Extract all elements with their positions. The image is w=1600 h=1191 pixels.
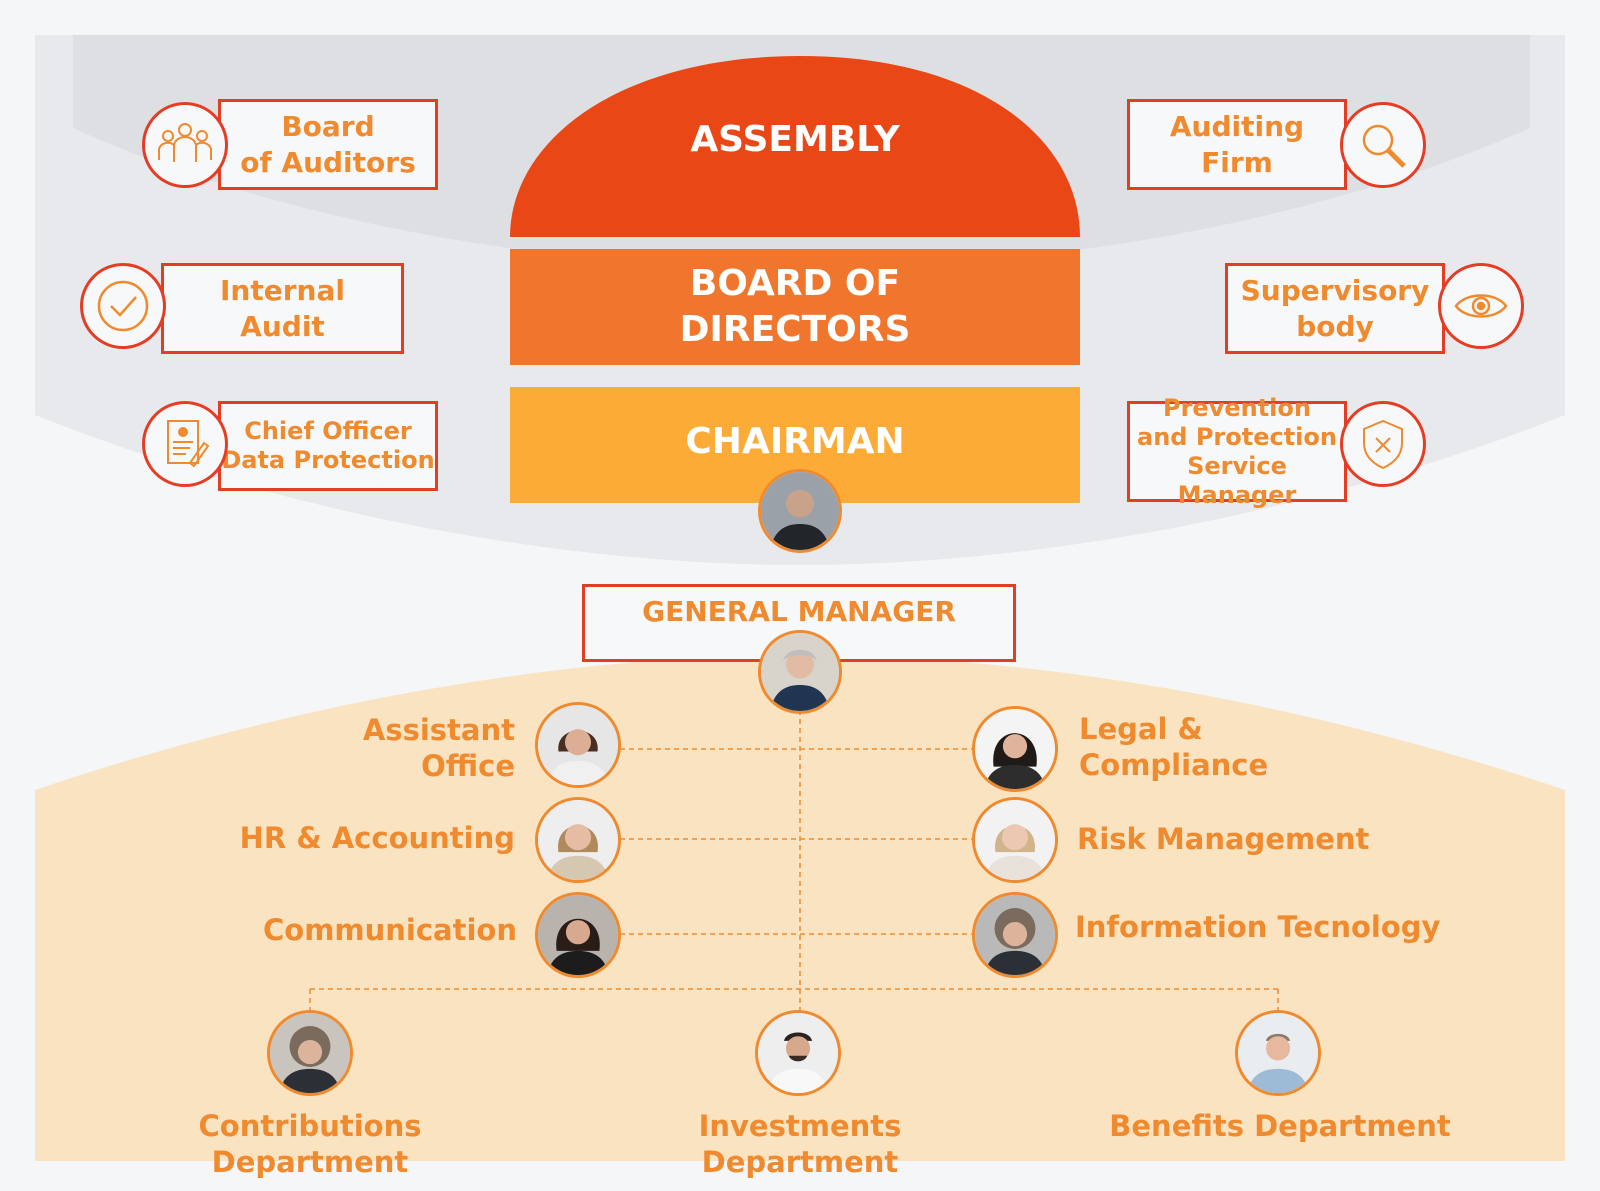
general-manager-label: GENERAL MANAGER [642, 595, 956, 628]
staff-label-legal-compliance: Legal & Compliance [1079, 712, 1269, 782]
department-avatar-contributions [267, 1010, 353, 1096]
shield-with-x-icon [1340, 401, 1426, 487]
staff-label-hr-accounting: HR & Accounting [239, 821, 515, 855]
chief-officer-data-protection-box: Chief Officer Data Protection [218, 401, 438, 491]
staff-avatar-information-technology [972, 892, 1058, 978]
connector-lines [309, 710, 1279, 1010]
staff-label-assistant-office: Assistant Office [362, 713, 515, 783]
eye-icon [1438, 263, 1524, 349]
internal-audit-box: Internal Audit [161, 263, 404, 354]
group-of-people-icon [142, 102, 228, 188]
department-avatar-benefits [1235, 1010, 1321, 1096]
auditing-firm-box: Auditing Firm [1127, 99, 1347, 190]
prevention-protection-box: Prevention and Protection Service Manage… [1127, 394, 1347, 509]
staff-avatar-legal-compliance [972, 706, 1058, 792]
department-avatar-investments [755, 1010, 841, 1096]
assembly-label: ASSEMBLY [690, 119, 900, 160]
magnifying-glass-icon [1340, 102, 1426, 188]
staff-avatar-hr-accounting [535, 797, 621, 883]
department-label-benefits: Benefits Department [1109, 1109, 1451, 1143]
staff-avatar-assistant-office [535, 702, 621, 788]
staff-label-risk-management: Risk Management [1077, 822, 1370, 856]
staff-avatar-communication [535, 892, 621, 978]
board-of-directors: BOARD OF DIRECTORS [510, 249, 1080, 365]
department-label-contributions: Contributions Department [198, 1109, 422, 1179]
supervisory-body-box: Supervisory body [1225, 263, 1445, 354]
checkmark-icon [80, 263, 166, 349]
board-of-auditors-box: Board of Auditors [218, 99, 438, 190]
staff-label-information-technology: Information Tecnology [1075, 910, 1441, 944]
chairman-avatar [758, 469, 842, 553]
staff-label-communication: Communication [262, 913, 517, 947]
document-with-pen-icon [142, 401, 228, 487]
department-label-investments: Investments Department [698, 1109, 902, 1179]
staff-avatar-risk-management [972, 797, 1058, 883]
general-manager-avatar [758, 630, 842, 714]
assembly-dome [510, 56, 1080, 237]
